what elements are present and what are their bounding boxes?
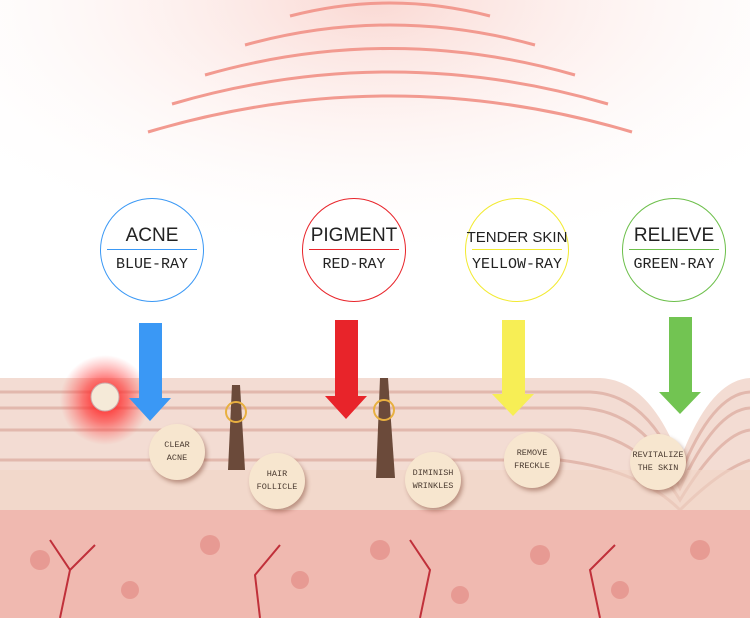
divider [629, 249, 719, 250]
badge-diminish-wrinkles: DIMINISH WRINKLES [405, 452, 461, 508]
ray-name: ACNE [125, 225, 179, 246]
ray-circle-acne: ACNE BLUE-RAY [100, 198, 204, 302]
acne-spot [90, 382, 120, 412]
yellow-arrow [492, 320, 534, 416]
red-arrow [325, 320, 367, 419]
hair-follicle [225, 378, 395, 478]
ray-color: RED-RAY [322, 256, 386, 273]
badge-hair-follicle: HAIR FOLLICLE [249, 453, 305, 509]
divider [309, 249, 399, 250]
badge-clear-acne: CLEAR ACNE [149, 424, 205, 480]
ray-color: GREEN-RAY [633, 256, 715, 273]
blue-arrow [129, 323, 171, 421]
ray-color: BLUE-RAY [115, 256, 188, 273]
light-glow [0, 0, 750, 380]
ray-circle-tender-skin: TENDER SKIN YELLOW-RAY [465, 198, 569, 302]
dermis [0, 510, 750, 618]
ray-name: RELIEVE [633, 225, 715, 246]
ray-name: TENDER SKIN [466, 229, 568, 246]
ray-circle-relieve: RELIEVE GREEN-RAY [622, 198, 726, 302]
ray-name: PIGMENT [310, 225, 398, 246]
badge-remove-freckle: REMOVE FRECKLE [504, 432, 560, 488]
badge-revitalize-the-skin: REVITALIZE THE SKIN [630, 434, 686, 490]
ray-circle-pigment: PIGMENT RED-RAY [302, 198, 406, 302]
green-arrow [659, 317, 701, 414]
divider [107, 249, 197, 250]
light-waves [147, 1, 633, 134]
divider [472, 249, 562, 250]
ray-color: YELLOW-RAY [471, 256, 562, 273]
